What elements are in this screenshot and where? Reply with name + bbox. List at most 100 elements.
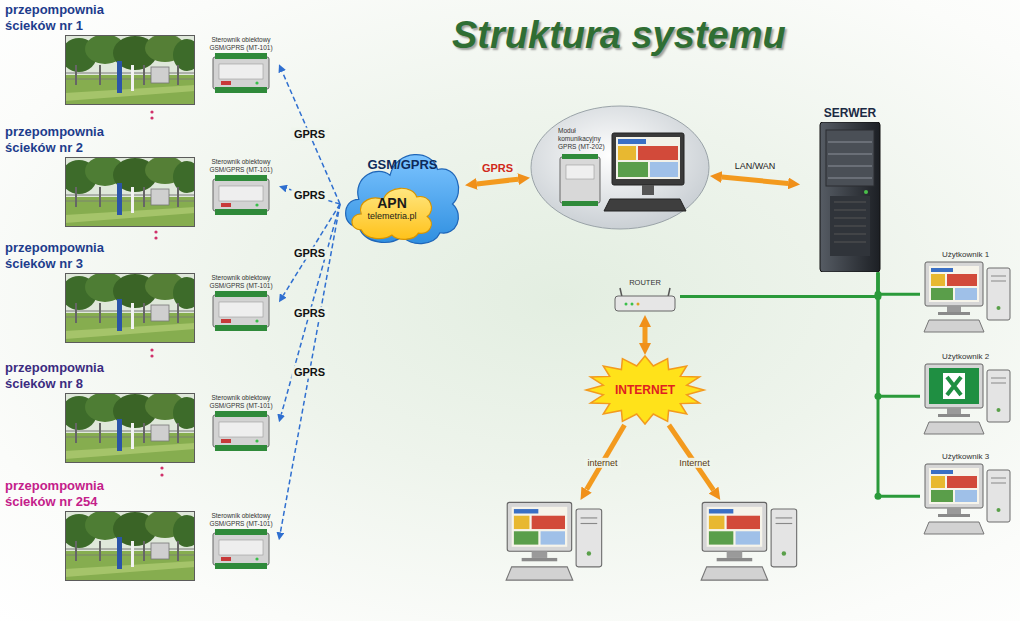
desktop-computer-part xyxy=(947,306,961,312)
desktop-computer-part xyxy=(929,468,979,504)
desktop-computer-part xyxy=(727,516,760,529)
station-photo-part xyxy=(117,61,122,93)
desktop-computer-part xyxy=(931,288,953,300)
station-photo-part xyxy=(99,541,101,561)
desktop-computer-part xyxy=(736,531,760,544)
station-photo-part xyxy=(117,299,122,331)
station-photo-part xyxy=(173,39,195,71)
remote-computer xyxy=(700,500,800,587)
user-workstation: Użytkownik 1 xyxy=(920,250,1015,338)
desktop-computer-part xyxy=(987,370,1010,422)
station-photo xyxy=(65,35,195,105)
station-photo-part xyxy=(66,394,195,463)
desktop-computer-part xyxy=(955,490,977,502)
station-photo-part xyxy=(151,543,169,559)
controller-device xyxy=(211,53,271,93)
station-photo-part xyxy=(143,423,145,443)
module-circle-part xyxy=(618,162,648,177)
apn-domain: telemetria.pl xyxy=(348,211,436,221)
user-workstation: Użytkownik 2 xyxy=(920,352,1015,440)
server-tower-part xyxy=(828,178,872,179)
controller-device-part xyxy=(213,179,269,211)
station-photo-part xyxy=(99,187,101,207)
station-photo-part xyxy=(143,541,145,561)
lan-line xyxy=(878,272,920,294)
controller-device-part xyxy=(215,53,267,59)
station-photo-part xyxy=(151,67,169,83)
module-circle-part xyxy=(612,133,684,185)
link-arrow xyxy=(287,189,340,205)
link-label: Internet xyxy=(676,457,713,467)
controller-device-part xyxy=(219,422,263,437)
separator-dots-part xyxy=(154,230,157,233)
desktop-computer-part xyxy=(991,483,1006,484)
station-photo-part xyxy=(65,311,195,312)
server-tower-part xyxy=(834,202,866,203)
desktop-computer-part xyxy=(522,558,558,561)
desktop-computer-part xyxy=(943,373,965,399)
desktop-computer-part xyxy=(991,383,1006,384)
apn-label: APN xyxy=(348,195,436,211)
station-photo-part xyxy=(65,561,195,577)
desktop-computer-part xyxy=(931,274,945,286)
pump-station: przepompownia ścieków nr 1 xyxy=(5,2,200,105)
module-circle-part xyxy=(618,139,646,144)
controller-box: Sterownik obiektowy GSM/GPRS (MT-101) xyxy=(203,274,279,331)
station-photo-part xyxy=(131,65,134,91)
server-tower-part xyxy=(828,142,872,143)
server-tower-part xyxy=(864,190,868,194)
station-photo-part xyxy=(75,65,77,85)
router-device-part xyxy=(625,303,628,306)
desktop-computer-part xyxy=(931,268,953,272)
desktop-computer-part xyxy=(709,531,733,544)
desktop-computer-part xyxy=(991,281,1006,282)
controller-device-part xyxy=(213,533,269,565)
desktop-computer-part xyxy=(947,508,961,514)
desktop-computer-part xyxy=(991,378,1006,379)
server-label: SERWER xyxy=(800,106,900,120)
station-heading: przepompownia ścieków nr 8 xyxy=(5,360,155,391)
server-tower-part xyxy=(828,166,872,167)
desktop-computer-part xyxy=(924,522,984,534)
controller-box: Sterownik obiektowy GSM/GPRS (MT-101) xyxy=(203,394,279,451)
controller-device-part xyxy=(215,563,267,569)
controller-label: Sterownik obiektowy GSM/GPRS (MT-101) xyxy=(203,274,279,290)
desktop-computer-part xyxy=(947,274,977,286)
station-photo-part xyxy=(65,85,195,101)
desktop-computer-part xyxy=(987,470,1010,522)
desktop-computer xyxy=(923,260,1013,338)
desktop-computer-part xyxy=(924,320,984,332)
module-circle-part xyxy=(604,199,686,211)
separator-dots-part xyxy=(160,473,163,476)
desktop-computer-part xyxy=(931,490,953,502)
module-circle-part xyxy=(642,185,654,195)
controller-device-part xyxy=(219,186,263,201)
station-photo-part xyxy=(65,431,195,432)
controller-device-part xyxy=(215,325,267,331)
controller-device-part xyxy=(215,411,267,417)
station-photo-part xyxy=(173,515,195,547)
link-label: GPRS xyxy=(291,366,328,379)
controller-device-part xyxy=(215,291,267,297)
user-label: Użytkownik 2 xyxy=(920,352,1015,362)
desktop-computer-part xyxy=(709,509,733,513)
station-photo-part xyxy=(75,423,77,443)
station-photo xyxy=(65,393,195,463)
station-photo-part xyxy=(66,36,195,105)
station-photo-part xyxy=(65,313,195,343)
station-photo-part xyxy=(65,443,195,459)
station-photo-part xyxy=(65,551,195,581)
connector-group xyxy=(280,72,920,533)
station-photo-part xyxy=(151,425,169,441)
controller-device-part xyxy=(219,302,263,317)
module-circle-part xyxy=(650,162,678,177)
router-label: ROUTER xyxy=(610,278,680,287)
controller-box: Sterownik obiektowy GSM/GPRS (MT-101) xyxy=(203,36,279,93)
desktop-computer-part xyxy=(925,364,983,408)
station-photo xyxy=(65,273,195,343)
station-heading: przepompownia ścieków nr 2 xyxy=(5,124,155,155)
pump-station: przepompownia ścieków nr 8 xyxy=(5,360,200,463)
controller-device-part xyxy=(255,439,258,442)
station-photo-part xyxy=(66,512,195,581)
